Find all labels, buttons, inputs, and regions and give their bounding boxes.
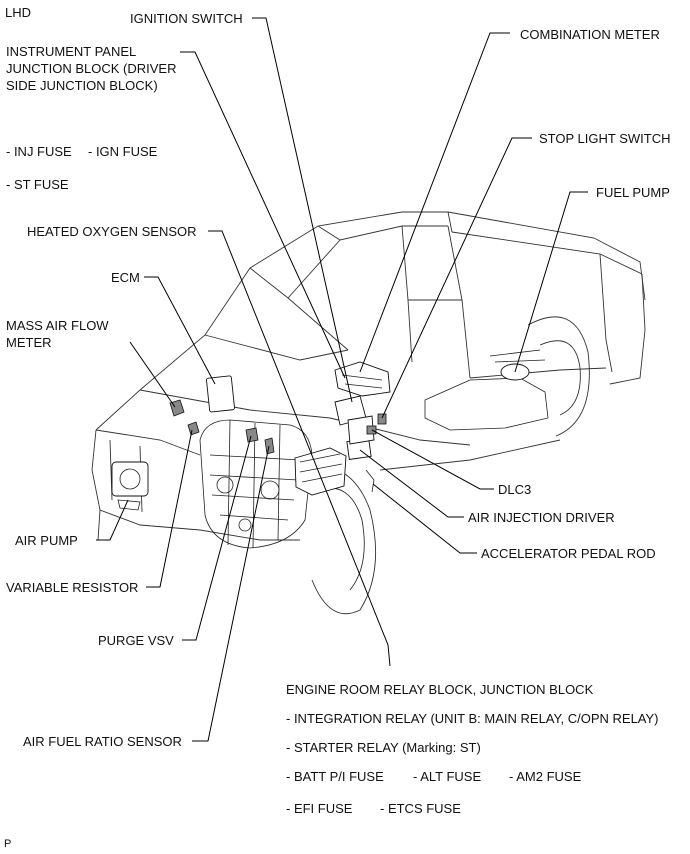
leader-lines — [96, 17, 588, 742]
label-ignition-switch: IGNITION SWITCH — [130, 11, 243, 26]
label-mass-air-flow-meter: MASS AIR FLOW METER — [6, 318, 109, 350]
truck-body-outline — [91, 211, 646, 615]
dlc3-part — [366, 425, 377, 435]
label-accelerator-pedal-rod: ACCELERATOR PEDAL ROD — [481, 546, 656, 561]
label-alt-fuse: - ALT FUSE — [413, 769, 482, 784]
label-combination-meter: COMBINATION METER — [520, 27, 660, 42]
label-am2-fuse: - AM2 FUSE — [509, 769, 582, 784]
label-inj-fuse: - INJ FUSE — [6, 144, 72, 159]
label-etcs-fuse: - ETCS FUSE — [380, 801, 461, 816]
label-air-injection-driver: AIR INJECTION DRIVER — [468, 510, 615, 525]
variable-resistor-part — [187, 421, 200, 436]
label-purge-vsv: PURGE VSV — [98, 633, 174, 648]
corner-label: LHD — [5, 5, 32, 20]
label-air-fuel-ratio-sensor: AIR FUEL RATIO SENSOR — [23, 734, 182, 749]
label-air-pump: AIR PUMP — [15, 533, 78, 548]
ecm-unit — [206, 375, 235, 413]
label-starter-relay: - STARTER RELAY (Marking: ST) — [286, 740, 481, 755]
label-st-fuse: - ST FUSE — [6, 177, 69, 192]
label-dlc3: DLC3 — [498, 482, 532, 497]
label-integration-relay: - INTEGRATION RELAY (UNIT B: MAIN RELAY,… — [286, 711, 659, 726]
label-engine-room-relay-block: ENGINE ROOM RELAY BLOCK, JUNCTION BLOCK — [286, 682, 594, 697]
label-instrument-panel-junction-block: INSTRUMENT PANEL JUNCTION BLOCK (DRIVER … — [6, 44, 177, 93]
label-ecm: ECM — [111, 270, 140, 285]
engine-room-relay-block-part — [294, 447, 347, 496]
footer-mark: P — [4, 838, 12, 850]
label-ign-fuse: - IGN FUSE — [88, 144, 158, 159]
label-stop-light-switch: STOP LIGHT SWITCH — [539, 131, 671, 146]
label-variable-resistor: VARIABLE RESISTOR — [6, 580, 139, 595]
engine-block — [199, 419, 313, 549]
label-heated-oxygen-sensor: HEATED OXYGEN SENSOR — [27, 224, 197, 239]
stop-light-switch-part — [377, 413, 387, 425]
accelerator-pedal-rod-part — [365, 469, 375, 493]
purge-vsv-part — [245, 427, 259, 443]
label-fuel-pump: FUEL PUMP — [596, 185, 670, 200]
label-efi-fuse: - EFI FUSE — [286, 801, 353, 816]
air-pump-part — [111, 461, 149, 511]
fuel-tank-part — [424, 349, 549, 431]
label-batt-pi-fuse: - BATT P/I FUSE — [286, 769, 384, 784]
af-sensor-part — [264, 437, 275, 455]
